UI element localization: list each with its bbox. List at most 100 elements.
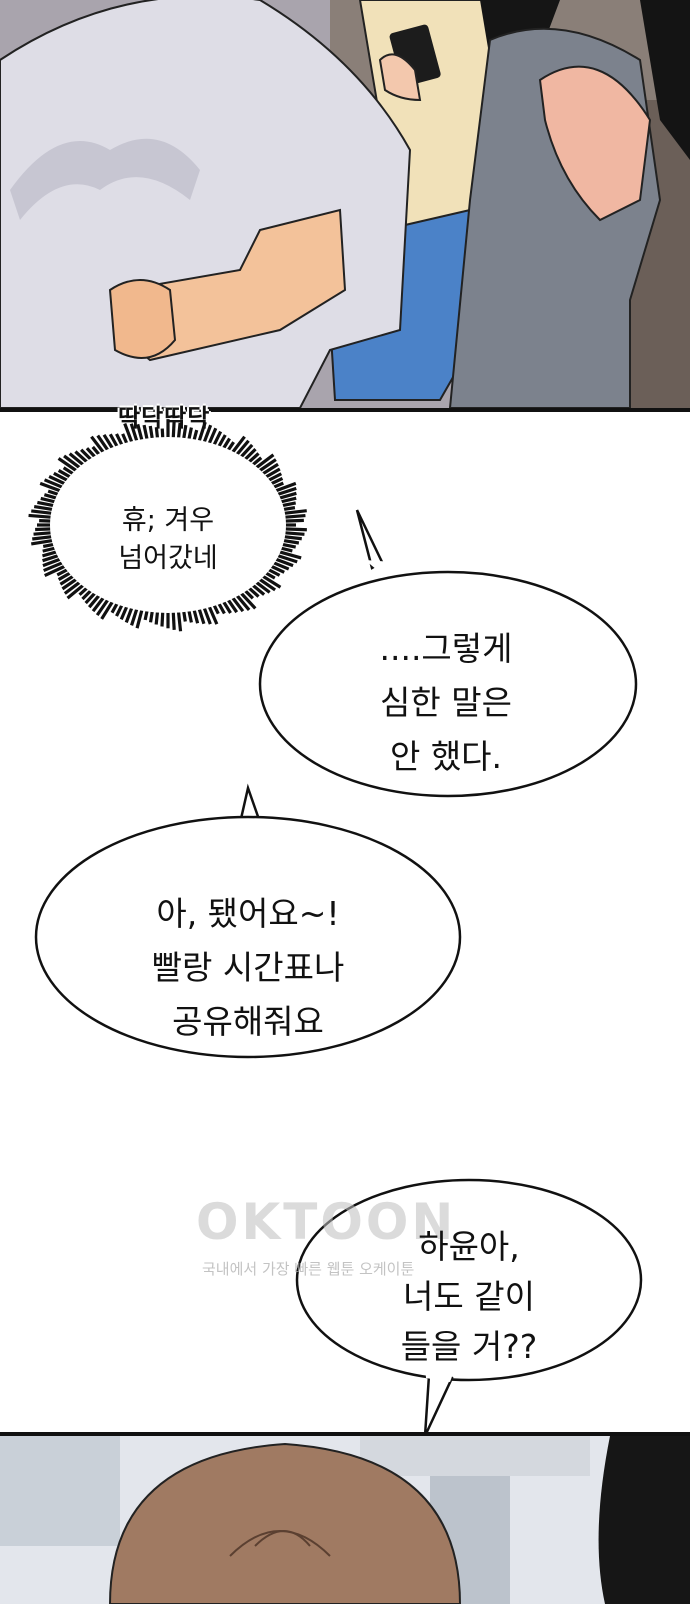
thought-bubble-spike (250, 456, 263, 467)
top-panel-artwork (0, 0, 690, 408)
thought-bubble-spike (115, 433, 124, 447)
thought-bubble-spike (274, 557, 294, 568)
thought-bubble-spike (282, 509, 307, 516)
speech-line: ....그렇게 (379, 629, 513, 668)
thought-bubble-spike (39, 481, 62, 493)
thought-bubble-spike (42, 553, 60, 563)
thought-bubble-spike (277, 550, 302, 560)
thought-bubble-spike (63, 454, 82, 470)
thought-bubble-spike (264, 467, 281, 480)
thought-bubble-spike (42, 557, 62, 568)
watermark-tagline: 국내에서 가장 빠른 웹툰 오케이툰 (202, 1260, 415, 1278)
thought-bubble-spike (81, 588, 93, 601)
thought-bubble-spike (61, 577, 79, 591)
thought-bubble-spike (43, 493, 59, 500)
thought-bubble-spike (192, 608, 200, 624)
thought-bubble-spike (88, 593, 102, 609)
thought-bubble-spike (176, 422, 182, 440)
thought-bubble-spike (216, 601, 226, 615)
thought-bubble-spike (202, 424, 213, 444)
thought-bubble-spike (207, 427, 218, 446)
thought-bubble-spike (59, 574, 76, 586)
thought-bubble-spike (57, 570, 72, 581)
speech-line: 들을 거?? (400, 1327, 538, 1366)
thought-bubble-spike (30, 538, 55, 546)
thought-bubble-spike (148, 425, 155, 441)
thought-bubble-spike (119, 604, 129, 620)
thought-line: 넘어갔네 (118, 543, 218, 574)
thought-bubble-spike (260, 574, 282, 589)
thought-bubble-spike (57, 457, 79, 473)
thought-bubble-spike (171, 610, 176, 630)
thought-bubble-spike (279, 496, 297, 504)
thought-bubble-spike (135, 608, 144, 629)
thought-bubble-spike (283, 527, 307, 532)
thought-bubble-spike (63, 580, 82, 595)
thought-bubble-spike (95, 597, 110, 617)
thought-bubble-spike (66, 583, 86, 600)
thought-bubble-spike (31, 509, 54, 516)
thought-bubble-spike (283, 531, 305, 536)
speech-line: 공유해줘요 (172, 1002, 324, 1041)
thought-bubble-spike (53, 471, 70, 483)
thought-bubble-spike (160, 610, 165, 627)
thought-bubble-fill (50, 437, 286, 613)
thought-bubble-spike (282, 534, 302, 541)
thought-bubble-spike (33, 531, 53, 536)
thought-bubble-spike (42, 550, 59, 558)
thought-bubble-spike (274, 481, 297, 493)
thought-bubble-spike (100, 599, 115, 620)
thought-bubble-spike (197, 607, 206, 625)
thought-bubble-spike (154, 427, 160, 440)
thought-bubble-spike (197, 421, 207, 443)
thought-bubble-spike (28, 513, 53, 519)
thought-bubble-spike (130, 607, 139, 626)
speech-bubble-1-text: ....그렇게 심한 말은 안 했다. (300, 622, 592, 784)
speech-line: 아, 됐어요~! (156, 894, 340, 933)
thought-line: 휴; 겨우 (121, 505, 215, 536)
thought-bubble-spike (216, 434, 227, 449)
thought-bubble-spike (37, 500, 56, 508)
thought-bubble-spike (230, 595, 245, 613)
thought-bubble-spike (247, 452, 260, 465)
thought-bubble-spike (280, 501, 297, 508)
thought-bubble-spike (91, 595, 106, 613)
thought-bubble-spike (280, 542, 297, 549)
thought-bubble-spike (56, 567, 70, 577)
thought-bubble-spike (32, 534, 54, 541)
thought-bubble-spike (124, 606, 134, 623)
thought-bubble-spike (171, 420, 176, 440)
thought-bubble-spike (207, 604, 219, 625)
thought-bubble-text: 휴; 겨우 넘어갔네 (70, 502, 266, 578)
thought-bubble-spike (266, 567, 281, 577)
thought-bubble-spike (57, 469, 72, 480)
thought-bubble-spike (276, 553, 298, 564)
thought-bubble-spike (129, 423, 139, 443)
speech-line: 안 했다. (389, 737, 503, 776)
thought-bubble-spike (42, 546, 57, 553)
thought-bubble-spike (257, 458, 277, 473)
thought-bubble-spike (85, 447, 97, 459)
thought-bubble-spike (226, 597, 239, 614)
speech-bubble-3-text: 하윤아, 너도 같이 들을 거?? (340, 1222, 598, 1372)
speech-bubble-2-text: 아, 됐어요~! 빨랑 시간표나 공유해줘요 (56, 887, 440, 1049)
thought-bubble-spike (281, 538, 300, 545)
thought-bubble-spike (257, 577, 277, 592)
thought-bubble-spike (283, 518, 304, 523)
thought-bubble-spike (202, 606, 212, 625)
thought-bubble-spike (35, 527, 53, 532)
thought-bubble-spike (281, 506, 296, 512)
thought-bubble-spike (234, 439, 250, 457)
thought-bubble-spike (234, 593, 251, 611)
thought-bubble-spike (279, 546, 293, 553)
thought-bubble-spike (96, 434, 110, 453)
thought-bubble-spike (115, 603, 124, 617)
thought-bubble-spike (266, 472, 283, 483)
thought-bubble-spike (254, 453, 275, 470)
thought-bubble-spike (243, 447, 257, 462)
thought-bubble-spike (84, 591, 97, 605)
bottom-panel-illustration (0, 1432, 690, 1604)
thought-bubble-spike (62, 466, 76, 476)
